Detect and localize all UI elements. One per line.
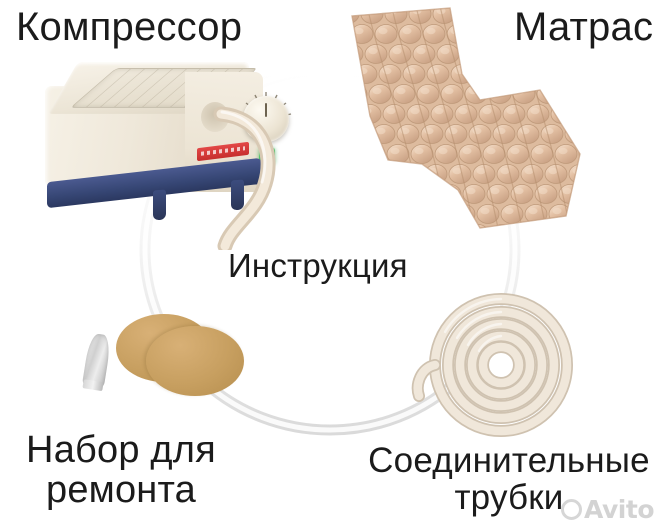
label-compressor: Компрессор [16,5,243,49]
repair-patch-front [146,326,244,396]
avito-watermark-text: Avito [584,495,654,524]
avito-watermark: Avito [561,495,654,524]
label-repair-kit-line2: ремонта [45,469,197,512]
label-repair-kit: Набор для ремонта [14,430,228,511]
glue-tube [82,332,112,388]
compressor-leg-right [231,179,244,211]
label-instruction: Инструкция [228,247,408,284]
compressor-hose-port [201,102,229,132]
label-tubes-line2: трубки [454,478,564,518]
label-tubes-line1: Соединительные [368,441,650,480]
avito-mark-icon [561,499,583,520]
label-mattress: Матрас [514,5,654,49]
repair-kit [78,312,253,400]
compressor-unit [45,62,292,250]
air-mattress [351,7,581,229]
label-repair-kit-line1: Набор для [26,429,216,471]
compressor-leg-left [153,189,166,221]
label-connecting-tubes: Соединительные трубки [358,442,660,516]
coiled-connecting-tube [411,293,573,437]
pressure-dial[interactable] [243,96,289,142]
